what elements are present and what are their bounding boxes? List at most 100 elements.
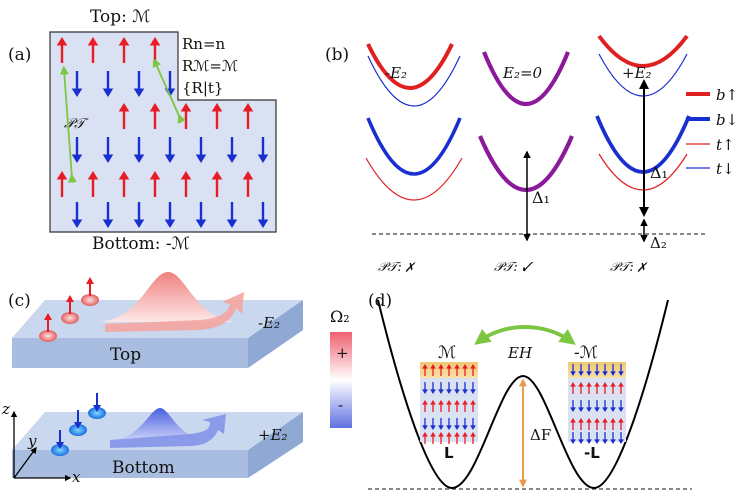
right-L-label: -L	[584, 444, 600, 462]
band-b-up	[366, 43, 454, 90]
legend-b-down-label: b↓	[716, 111, 738, 129]
spin-down-arrow	[446, 382, 452, 394]
switch-arrow	[474, 325, 576, 345]
spin-up-arrow	[211, 171, 223, 197]
spin-up-arrow	[180, 171, 192, 197]
barrier-label: ΔF	[530, 426, 551, 444]
relation-rt: {R|t}	[182, 79, 223, 97]
spin-down-arrow	[226, 202, 238, 228]
panel-b: (b) -E₂ E₂=0 +E₂ Δ₁ Δ₁ Δ₂ 𝒫𝒯: ✗ 𝒫𝒯: ✓ 𝒫𝒯…	[325, 34, 738, 275]
spin-down-arrow	[257, 202, 269, 228]
left-state-label: ℳ	[438, 343, 456, 363]
axis-x-label: x	[72, 468, 81, 486]
electron-spin-1	[39, 313, 57, 342]
spin-down-arrow	[618, 364, 624, 376]
spin-up-arrow	[149, 171, 161, 197]
spin-down-arrow	[470, 418, 476, 430]
spin-down-arrow	[602, 364, 608, 376]
relation-rn: Rn=n	[182, 35, 226, 53]
spin-down-arrow	[594, 400, 600, 412]
spin-up-arrow	[470, 364, 476, 376]
spin-down-arrow	[102, 71, 114, 97]
axis-z-label: z	[1, 400, 10, 418]
spin-down-arrow	[578, 364, 584, 376]
pt-label-zero: 𝒫𝒯: ✓	[494, 260, 534, 275]
bottom-slab-label: Bottom	[112, 458, 175, 478]
legend-t-up-label: t↑	[716, 136, 735, 154]
electron-spin-3	[81, 277, 99, 306]
spin-up-arrow	[422, 432, 428, 444]
spin-down-arrow	[438, 418, 444, 430]
panel-d-label: (d)	[368, 291, 392, 311]
spin-down-arrow	[462, 382, 468, 394]
pt-label-neg: 𝒫𝒯: ✗	[378, 260, 416, 275]
spin-up-arrow	[446, 364, 452, 376]
spin-down-arrow	[195, 137, 207, 163]
spin-down-arrow	[454, 382, 460, 394]
spin-up-arrow	[462, 432, 468, 444]
spin-up-arrow	[87, 37, 99, 63]
coordinate-axes: z y x	[1, 400, 81, 486]
spin-up-arrow	[211, 103, 223, 129]
spin-down-arrow	[430, 418, 436, 430]
band-b-down	[366, 117, 462, 176]
col-label-zero: E₂=0	[502, 64, 543, 82]
colorbar-title: Ω₂	[330, 307, 350, 326]
legend: b↑ b↓ t↑ t↓	[686, 86, 738, 178]
spin-up-arrow	[570, 382, 576, 394]
spin-up-arrow	[242, 103, 254, 129]
spin-up-arrow	[470, 432, 476, 444]
pt-label-pos: 𝒫𝒯: ✗	[610, 260, 648, 275]
axis-y-label: y	[27, 432, 37, 450]
spin-down-arrow	[586, 432, 592, 444]
panel-a: (a) Top: ℳ Rn=n Rℳ=ℳ {R|t} 𝒫𝒯 Bottom: -ℳ	[8, 7, 277, 254]
colorbar-plus: +	[336, 344, 349, 362]
electron-spin-5	[69, 410, 87, 436]
spin-down-arrow	[586, 400, 592, 412]
col-label-pos: +E₂	[622, 64, 652, 82]
spin-down-arrow	[570, 400, 576, 412]
spin-down-arrow	[454, 418, 460, 430]
spin-up-arrow	[118, 103, 130, 129]
current-arrow-top	[105, 292, 244, 332]
spin-up-arrow	[118, 171, 130, 197]
spin-down-arrow	[610, 364, 616, 376]
spin-up-arrow	[578, 418, 584, 430]
spin-up-arrow	[242, 171, 254, 197]
right-state-label: -ℳ	[574, 343, 598, 363]
spin-up-arrow	[422, 400, 428, 412]
spin-down-arrow	[570, 364, 576, 376]
panel-c-label: (c)	[8, 291, 31, 311]
spin-up-arrow	[618, 418, 624, 430]
spin-down-arrow	[133, 71, 145, 97]
spin-up-arrow	[602, 418, 608, 430]
legend-b-up-label: b↑	[716, 86, 738, 104]
spin-down-arrow	[226, 137, 238, 163]
spin-up-arrow	[570, 418, 576, 430]
band-t-up	[365, 157, 463, 201]
gap2-label: Δ₂	[650, 234, 667, 252]
spin-down-arrow	[578, 400, 584, 412]
spin-up-arrow	[422, 364, 428, 376]
spin-down-arrow	[462, 418, 468, 430]
gap1-label-mid: Δ₁	[532, 188, 550, 207]
double-well-potential	[377, 299, 669, 490]
spin-down-arrow	[102, 137, 114, 163]
spin-up-arrow	[446, 432, 452, 444]
electron-spin-2	[61, 295, 79, 324]
spin-up-arrow	[470, 400, 476, 412]
field-top: -E₂	[258, 314, 280, 332]
spin-down-arrow	[422, 382, 428, 394]
spin-up-arrow	[438, 364, 444, 376]
spin-down-arrow	[446, 418, 452, 430]
spin-down-arrow	[438, 382, 444, 394]
spin-down-arrow	[610, 400, 616, 412]
panel-b-label: (b)	[325, 45, 349, 65]
spin-up-arrow	[454, 364, 460, 376]
spin-up-arrow	[462, 400, 468, 412]
spin-down-arrow	[602, 432, 608, 444]
spin-down-arrow	[133, 202, 145, 228]
spin-down-arrow	[257, 137, 269, 163]
spin-up-arrow	[602, 382, 608, 394]
panel-a-label: (a)	[8, 45, 31, 65]
